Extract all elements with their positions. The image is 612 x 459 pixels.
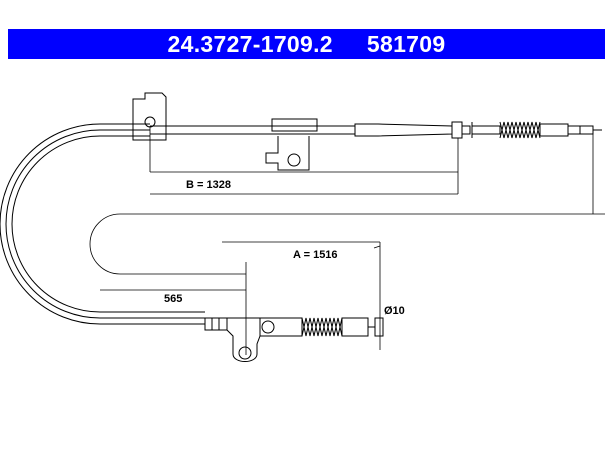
top-dust-boot: [471, 121, 602, 139]
upper-bracket: [132, 92, 318, 171]
dimension-a-label: A = 1516: [293, 249, 338, 261]
dimension-lines: [89, 126, 605, 355]
inner-cable-top: [150, 121, 471, 139]
dimension-565-label: 565: [164, 293, 182, 305]
lower-end-fitting: [204, 317, 384, 362]
part-number: 24.3727-1709.2: [167, 30, 333, 57]
dimension-b-label: B = 1328: [186, 179, 231, 191]
title-banner: 24.3727-1709.2 581709: [8, 29, 605, 59]
reference-number: 581709: [366, 30, 446, 57]
diameter-label: Ø10: [384, 305, 405, 317]
cable-sheath: [0, 123, 205, 325]
